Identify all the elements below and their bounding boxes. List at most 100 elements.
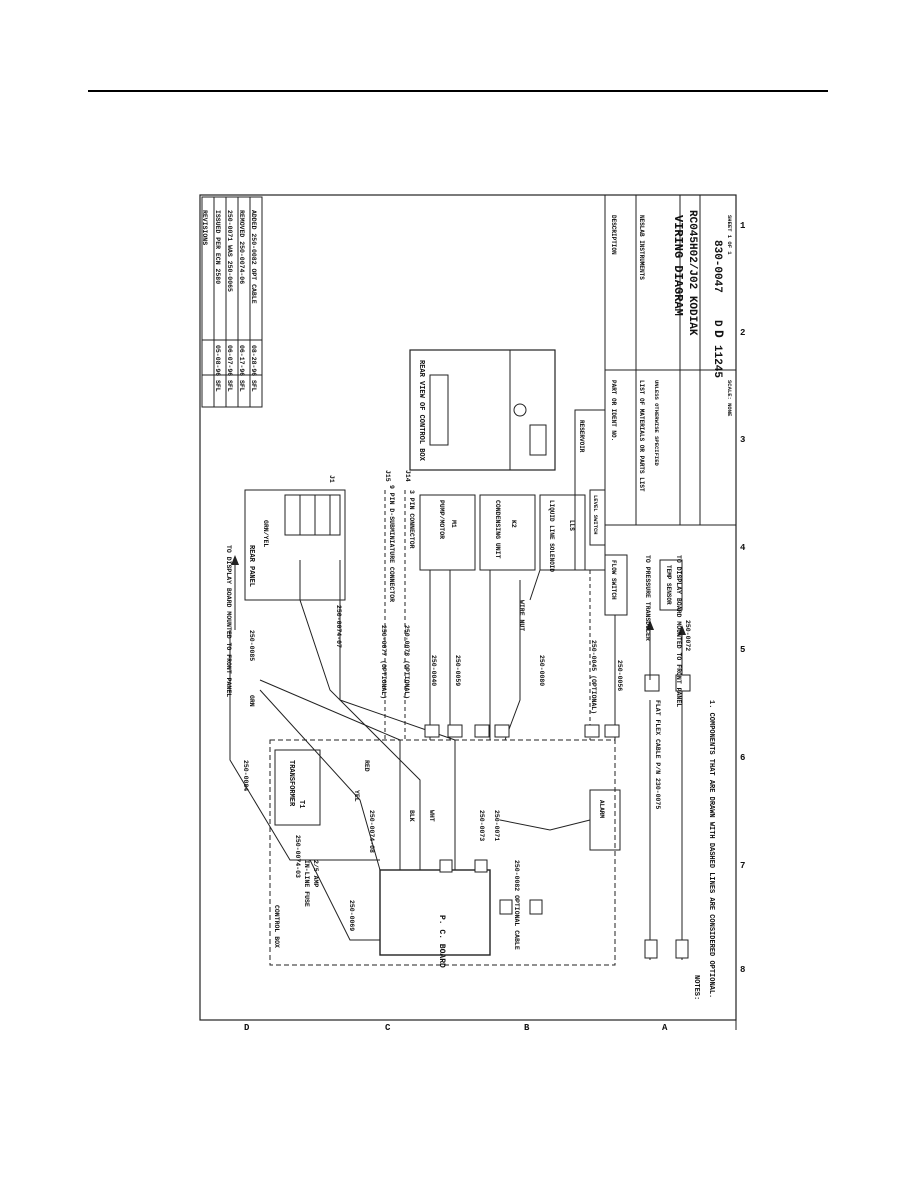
svg-text:06-17-96: 06-17-96 <box>238 345 245 376</box>
svg-text:ADDED 250-0082 OPT CABLE: ADDED 250-0082 OPT CABLE <box>250 210 257 304</box>
svg-text:TO PRESSURE TRANSDUCER: TO PRESSURE TRANSDUCER <box>644 555 651 641</box>
svg-text:SHEET 1 OF 1: SHEET 1 OF 1 <box>726 215 733 255</box>
destinations: TO DISPLAY BOARD MOUNTED TO FRONT PANEL … <box>225 545 686 707</box>
svg-text:WHT: WHT <box>428 810 435 822</box>
svg-text:RED: RED <box>363 760 370 772</box>
svg-text:250-0074-07: 250-0074-07 <box>335 605 342 648</box>
svg-text:T1: T1 <box>297 800 305 808</box>
svg-text:SFL: SFL <box>250 380 257 392</box>
svg-text:REAR VIEW OF CONTROL BOX: REAR VIEW OF CONTROL BOX <box>417 360 425 462</box>
diagram-title: VIRING DIAGRAM <box>671 215 685 316</box>
svg-text:GRN: GRN <box>248 695 255 707</box>
misc-labels: CONTROL BOX IN-LINE FUSE 2/5 AMP WIRE NU… <box>248 470 525 948</box>
svg-text:LIQUID LINE SOLENOID: LIQUID LINE SOLENOID <box>548 500 555 572</box>
rear-view-panel: REAR VIEW OF CONTROL BOX <box>409 349 556 471</box>
pc-board: P. C. BOARD <box>379 869 491 968</box>
svg-text:250-0082 OPTIONAL CABLE: 250-0082 OPTIONAL CABLE <box>513 860 520 950</box>
svg-text:250-0080: 250-0080 <box>538 655 545 686</box>
svg-text:PART OR IDENT NO.: PART OR IDENT NO. <box>610 380 617 441</box>
svg-text:J1: J1 <box>328 475 335 483</box>
svg-text:2/5 AMP: 2/5 AMP <box>312 860 319 887</box>
svg-text:250-0071 WAS 250-0065: 250-0071 WAS 250-0065 <box>226 210 233 292</box>
svg-text:PUMP/MOTOR: PUMP/MOTOR <box>438 500 445 539</box>
svg-text:B: B <box>524 1023 530 1033</box>
svg-text:250-0074-03: 250-0074-03 <box>294 835 301 878</box>
svg-text:250-0084: 250-0084 <box>242 760 249 791</box>
svg-text:BLK: BLK <box>408 810 415 822</box>
svg-text:9 PIN D-SUBMINIATURE CONNECTOR: 9 PIN D-SUBMINIATURE CONNECTOR <box>388 485 395 602</box>
sheet-frame <box>199 194 737 1030</box>
cable-labels: 250-0084 250-0085 250-0074-07 250-0077 (… <box>242 605 691 950</box>
svg-text:DESCRIPTION: DESCRIPTION <box>610 215 617 255</box>
svg-text:8: 8 <box>740 965 745 975</box>
svg-text:P. C. BOARD: P. C. BOARD <box>437 915 446 968</box>
flow-switch: FLOW SWITCH <box>604 554 628 616</box>
title-block: VIRING DIAGRAM RC045H02/J02 KODIAK 830-0… <box>604 194 737 526</box>
svg-text:IN-LINE FUSE: IN-LINE FUSE <box>303 860 310 907</box>
svg-text:7: 7 <box>740 861 745 871</box>
svg-text:3 PIN CONNECTOR: 3 PIN CONNECTOR <box>408 490 415 549</box>
svg-text:SFL: SFL <box>226 380 233 392</box>
svg-text:06-07-96: 06-07-96 <box>226 345 233 376</box>
svg-text:250-0073: 250-0073 <box>478 810 485 841</box>
svg-text:WIRE NUT: WIRE NUT <box>518 600 525 631</box>
svg-text:250-0045 (OPTIONAL): 250-0045 (OPTIONAL) <box>590 640 597 714</box>
svg-text:SFL: SFL <box>214 380 221 392</box>
svg-text:250-0072: 250-0072 <box>684 620 691 651</box>
notes: NOTES: 1. COMPONENTS THAT ARE DRAWN WITH… <box>692 700 715 1000</box>
drawing-number: 830-0047 <box>711 240 723 293</box>
svg-text:NOTES:: NOTES: <box>692 975 700 1000</box>
svg-text:D: D <box>711 330 726 338</box>
svg-text:RESERVOIR: RESERVOIR <box>578 420 585 453</box>
svg-text:2: 2 <box>740 328 745 338</box>
transformer: TRANSFORMER T1 <box>274 749 321 826</box>
svg-text:REAR PANEL: REAR PANEL <box>247 545 255 587</box>
svg-text:250-0069: 250-0069 <box>348 900 355 931</box>
svg-text:250-0059: 250-0059 <box>454 655 461 686</box>
condensing-unit: CONDENSING UNIT K2 <box>479 494 536 571</box>
svg-text:5: 5 <box>740 645 745 655</box>
svg-text:C: C <box>385 1023 391 1033</box>
wires <box>229 490 683 960</box>
svg-text:250-0040: 250-0040 <box>430 655 437 686</box>
svg-text:TO DISPLAY BOARD MOUNTED TO FR: TO DISPLAY BOARD MOUNTED TO FRONT PANEL <box>225 545 232 697</box>
svg-text:CONDENSING UNIT: CONDENSING UNIT <box>494 500 501 559</box>
svg-text:M1: M1 <box>450 520 457 528</box>
svg-text:SCALE: NONE: SCALE: NONE <box>726 380 733 417</box>
svg-text:GRN/YEL: GRN/YEL <box>262 520 269 547</box>
header-rule <box>88 90 828 92</box>
svg-text:6: 6 <box>740 753 745 763</box>
svg-text:250-0074-08: 250-0074-08 <box>368 810 375 853</box>
svg-text:D: D <box>244 1023 250 1033</box>
temp-sensor: TEMP SENSOR <box>659 559 683 611</box>
svg-text:250-0056: 250-0056 <box>616 660 623 691</box>
svg-text:3: 3 <box>740 435 745 445</box>
svg-text:NESLAB INSTRUMENTS: NESLAB INSTRUMENTS <box>638 215 645 280</box>
svg-text:11245: 11245 <box>711 345 723 378</box>
svg-text:250-0071: 250-0071 <box>493 810 500 841</box>
svg-text:TEMP SENSOR: TEMP SENSOR <box>665 565 672 605</box>
svg-text:UNLESS OTHERWISE SPECIFIED: UNLESS OTHERWISE SPECIFIED <box>653 380 660 467</box>
svg-text:TO DISPLAY BOARD MOUNTED TO FR: TO DISPLAY BOARD MOUNTED TO FRONT PANEL <box>675 555 682 707</box>
svg-text:250-0085: 250-0085 <box>248 630 255 661</box>
svg-text:FLOW SWITCH: FLOW SWITCH <box>610 560 617 600</box>
svg-text:K2: K2 <box>510 520 517 528</box>
svg-text:YEL: YEL <box>353 790 360 802</box>
svg-text:J15: J15 <box>384 470 391 482</box>
svg-text:CONTROL BOX: CONTROL BOX <box>273 905 280 948</box>
svg-text:LLS: LLS <box>568 520 575 531</box>
diagram-subtitle: RC045H02/J02 KODIAK <box>686 210 698 336</box>
svg-text:1: 1 <box>740 221 746 231</box>
svg-text:LEVEL SWITCH: LEVEL SWITCH <box>592 495 599 535</box>
svg-text:05-08-96: 05-08-96 <box>214 345 221 376</box>
svg-text:250-0078 (OPTIONAL): 250-0078 (OPTIONAL) <box>403 625 410 699</box>
svg-text:4: 4 <box>740 543 746 553</box>
reservoir: RESERVOIR LEVEL SWITCH <box>574 409 606 571</box>
svg-text:ALARM: ALARM <box>598 800 605 818</box>
svg-text:LIST OF MATERIALS OR PARTS LIS: LIST OF MATERIALS OR PARTS LIST <box>638 380 645 492</box>
svg-text:SFL: SFL <box>238 380 245 392</box>
svg-text:REMOVED 250-0074-06: REMOVED 250-0074-06 <box>238 210 245 284</box>
svg-text:FLAT FLEX CABLE P/N 230-0075: FLAT FLEX CABLE P/N 230-0075 <box>654 700 661 809</box>
connector-row <box>424 674 691 959</box>
